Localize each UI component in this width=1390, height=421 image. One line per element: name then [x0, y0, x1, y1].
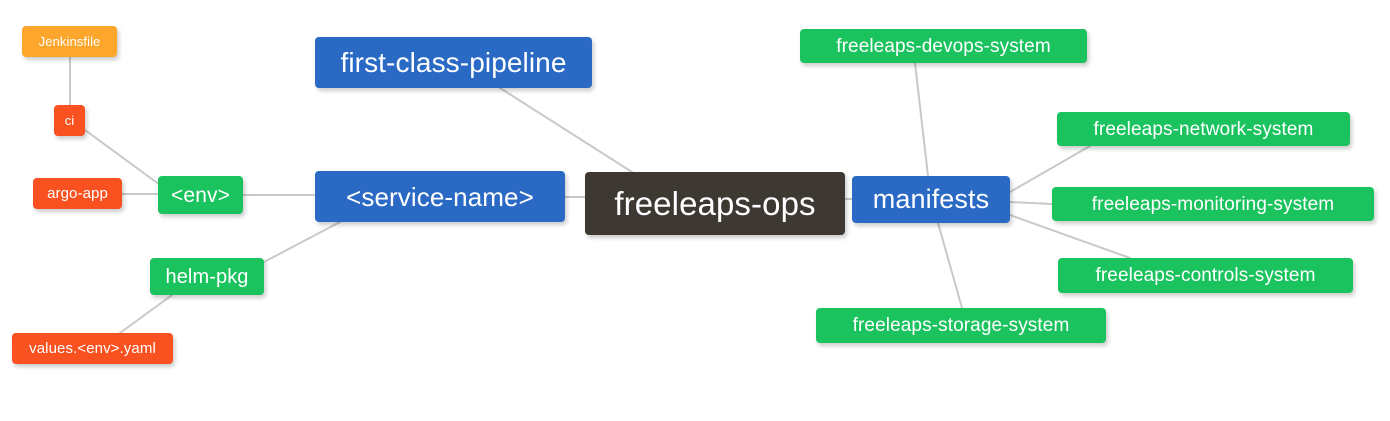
node-values-env-yaml[interactable]: values.<env>.yaml: [12, 333, 173, 364]
node-manifests[interactable]: manifests: [852, 176, 1010, 223]
node-label-freeleaps-network-system: freeleaps-network-system: [1093, 118, 1314, 140]
node-label-freeleaps-storage-system: freeleaps-storage-system: [852, 315, 1070, 336]
node-label-freeleaps-controls-system: freeleaps-controls-system: [1095, 265, 1316, 286]
node-env[interactable]: <env>: [158, 176, 243, 214]
node-label-env: <env>: [171, 183, 230, 207]
node-label-service-name: <service-name>: [346, 181, 534, 212]
edge-manifests-to-freeleaps-network-system: [1009, 145, 1091, 193]
node-freeleaps-storage-system[interactable]: freeleaps-storage-system: [816, 308, 1106, 343]
node-jenkinsfile[interactable]: Jenkinsfile: [22, 26, 117, 57]
node-freeleaps-monitoring-system[interactable]: freeleaps-monitoring-system: [1052, 187, 1374, 221]
node-label-ci: ci: [64, 113, 75, 128]
edge-service-name-to-helm-pkg: [263, 221, 341, 263]
node-label-freeleaps-ops: freeleaps-ops: [614, 185, 816, 222]
edge-manifests-to-freeleaps-storage-system: [937, 222, 963, 309]
node-freeleaps-ops[interactable]: freeleaps-ops: [585, 172, 845, 235]
node-label-jenkinsfile: Jenkinsfile: [38, 34, 101, 49]
edge-first-class-pipeline-to-freeleaps-ops: [499, 87, 633, 173]
node-label-helm-pkg: helm-pkg: [165, 265, 249, 288]
edge-manifests-to-freeleaps-monitoring-system: [1009, 201, 1053, 205]
node-helm-pkg[interactable]: helm-pkg: [150, 258, 264, 295]
node-freeleaps-devops-system[interactable]: freeleaps-devops-system: [800, 29, 1087, 63]
node-ci[interactable]: ci: [54, 105, 85, 136]
edge-manifests-to-freeleaps-devops-system: [914, 62, 929, 177]
edge-ci-to-env: [84, 129, 161, 186]
edge-manifests-to-freeleaps-controls-system: [1009, 214, 1131, 259]
node-label-freeleaps-monitoring-system: freeleaps-monitoring-system: [1091, 193, 1335, 215]
node-first-class-pipeline[interactable]: first-class-pipeline: [315, 37, 592, 88]
node-label-manifests: manifests: [872, 184, 990, 214]
node-label-argo-app: argo-app: [47, 185, 108, 202]
node-label-first-class-pipeline: first-class-pipeline: [340, 46, 567, 78]
node-service-name[interactable]: <service-name>: [315, 171, 565, 222]
edge-helm-pkg-to-values-env-yaml: [119, 294, 173, 334]
node-freeleaps-controls-system[interactable]: freeleaps-controls-system: [1058, 258, 1353, 293]
node-label-freeleaps-devops-system: freeleaps-devops-system: [836, 35, 1051, 57]
node-argo-app[interactable]: argo-app: [33, 178, 122, 209]
node-freeleaps-network-system[interactable]: freeleaps-network-system: [1057, 112, 1350, 146]
node-label-values-env-yaml: values.<env>.yaml: [29, 340, 156, 357]
